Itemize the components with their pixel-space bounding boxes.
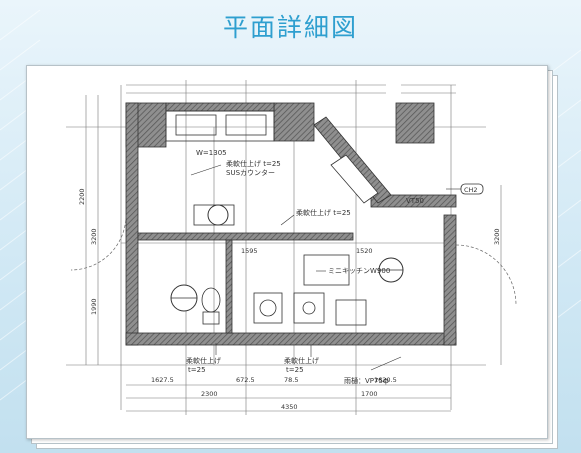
diagonal-wall [313, 116, 392, 204]
note-finish4a: 柔軟仕上げ [284, 356, 319, 365]
note-finish1b: SUSカウンター [226, 168, 275, 177]
dim-bottom1-2: 78.5 [284, 376, 298, 384]
dim-total: 4350 [281, 403, 298, 411]
fixtures [165, 110, 367, 326]
section-circles [170, 204, 404, 312]
floor-plan-svg: 柔軟仕上げ t=25 SUSカウンター 柔軟仕上げ t=25 ミニキッチンW90… [66, 80, 517, 415]
note-finish1a: 柔軟仕上げ t=25 [226, 159, 281, 168]
dim-bottom2-0: 2300 [201, 390, 218, 398]
dim-bottom1-1: 672.5 [236, 376, 255, 384]
note-vt: VT50 [406, 197, 424, 205]
note-finish2: 柔軟仕上げ t=25 [296, 208, 351, 217]
dim-left1: 2200 [78, 188, 86, 205]
dim-bottom2-1: 1700 [361, 390, 378, 398]
dimension-labels: 1627.5 672.5 78.5 1620.5 2300 1700 4350 … [78, 188, 501, 411]
leader-lines [190, 164, 461, 371]
dim-left2: 3200 [90, 228, 98, 245]
annotations: 柔軟仕上げ t=25 SUSカウンター 柔軟仕上げ t=25 ミニキッチンW90… [186, 149, 424, 385]
dim-mid1: 1595 [241, 247, 258, 255]
walls [125, 102, 457, 346]
floor-plan: 柔軟仕上げ t=25 SUSカウンター 柔軟仕上げ t=25 ミニキッチンW90… [26, 65, 548, 439]
dim-bottom1-3: 1620.5 [374, 376, 397, 384]
note-kitchen: ミニキッチンW900 [328, 267, 390, 275]
svg-text:CH2: CH2 [464, 186, 478, 194]
dim-bottom1-0: 1627.5 [151, 376, 174, 384]
note-finish4b: t=25 [286, 366, 304, 374]
door-swings [70, 214, 517, 306]
note-finish3a: 柔軟仕上げ [186, 356, 221, 365]
dim-mid2: 1520 [356, 247, 373, 255]
note-top-dim: W=1305 [196, 149, 227, 157]
note-finish3b: t=25 [188, 366, 206, 374]
page-title: 平面詳細図 [222, 13, 358, 42]
note-drain: 雨樋：VP75ф [344, 376, 389, 385]
dim-left3: 1990 [90, 298, 98, 315]
dim-right: 3200 [493, 228, 501, 245]
tag-ch2: CH2 [460, 183, 484, 195]
